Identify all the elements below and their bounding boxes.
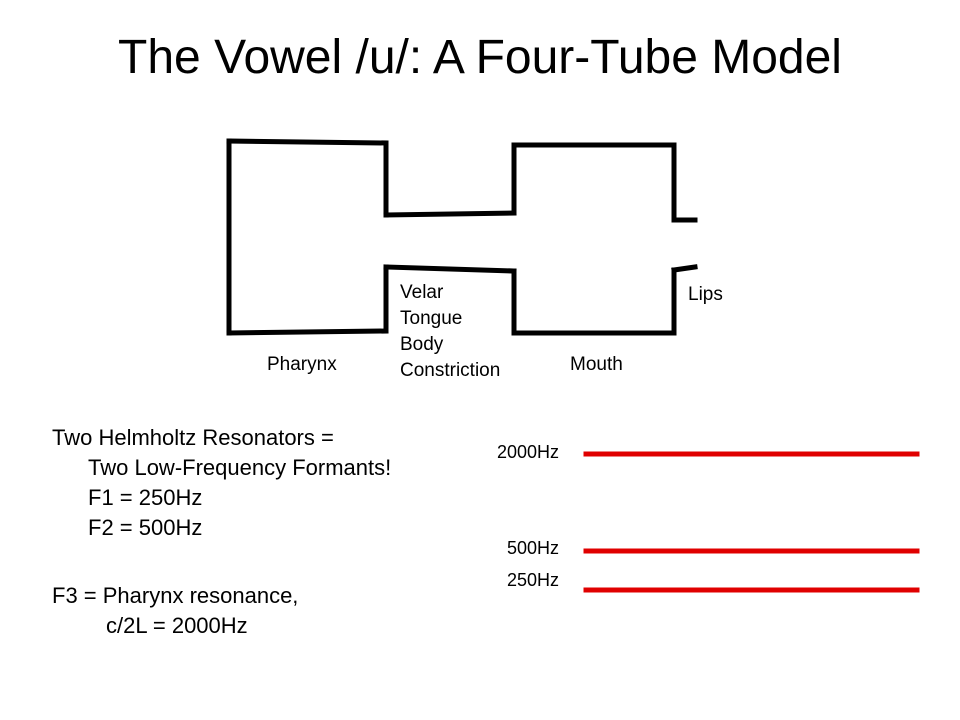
page-title: The Vowel /u/: A Four-Tube Model [118,31,842,84]
lips-label: Lips [688,284,723,305]
description-line: F1 = 250Hz [88,485,203,510]
description-line: F2 = 500Hz [88,515,203,540]
formant-label-2000: 2000Hz [497,442,560,462]
constriction-label-line: Body [400,334,444,355]
formant-label-500: 500Hz [507,538,560,558]
pharynx-bottom-wall [226,328,389,336]
formant-label-250: 250Hz [507,570,560,590]
constriction-label-line: Constriction [400,360,501,381]
constriction-top-wall [383,210,517,218]
mouth-label: Mouth [570,354,623,375]
description-line: Two Helmholtz Resonators = [52,425,334,450]
constriction-label-line: Velar [400,282,444,303]
constriction-label: Velar Tongue Body Constriction [400,280,500,384]
description-line: Two Low-Frequency Formants! [88,455,392,480]
description-line: c/2L = 2000Hz [106,613,248,638]
formant-lines [583,451,920,593]
constriction-label-line: Tongue [400,308,463,329]
lips-lower [671,264,698,273]
pharynx-label: Pharynx [267,354,337,375]
description-line: F3 = Pharynx resonance, [52,583,299,608]
constriction-bottom-wall [383,264,517,274]
pharynx-top-wall [226,138,389,146]
